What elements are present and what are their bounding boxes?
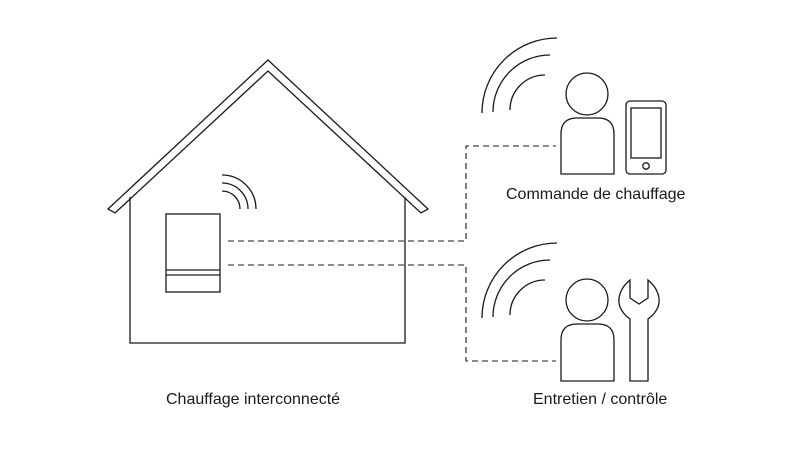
maintenance-signal-icon: [481, 242, 558, 319]
boiler-signal-icon: [221, 174, 257, 210]
connection-to-maintenance: [228, 264, 556, 362]
maintenance-label: Entretien / contrôle: [533, 391, 668, 408]
connection-to-control: [228, 145, 556, 242]
maintenance-person-icon: [560, 278, 615, 382]
wrench-icon: [618, 278, 660, 382]
boiler-icon: [165, 213, 221, 293]
control-label: Commande de chauffage: [506, 186, 686, 203]
control-signal-icon: [481, 37, 558, 114]
smartphone-icon: [625, 100, 667, 175]
house-label: Chauffage interconnecté: [166, 391, 341, 408]
house-icon: [106, 59, 430, 344]
control-person-icon: [560, 72, 615, 175]
